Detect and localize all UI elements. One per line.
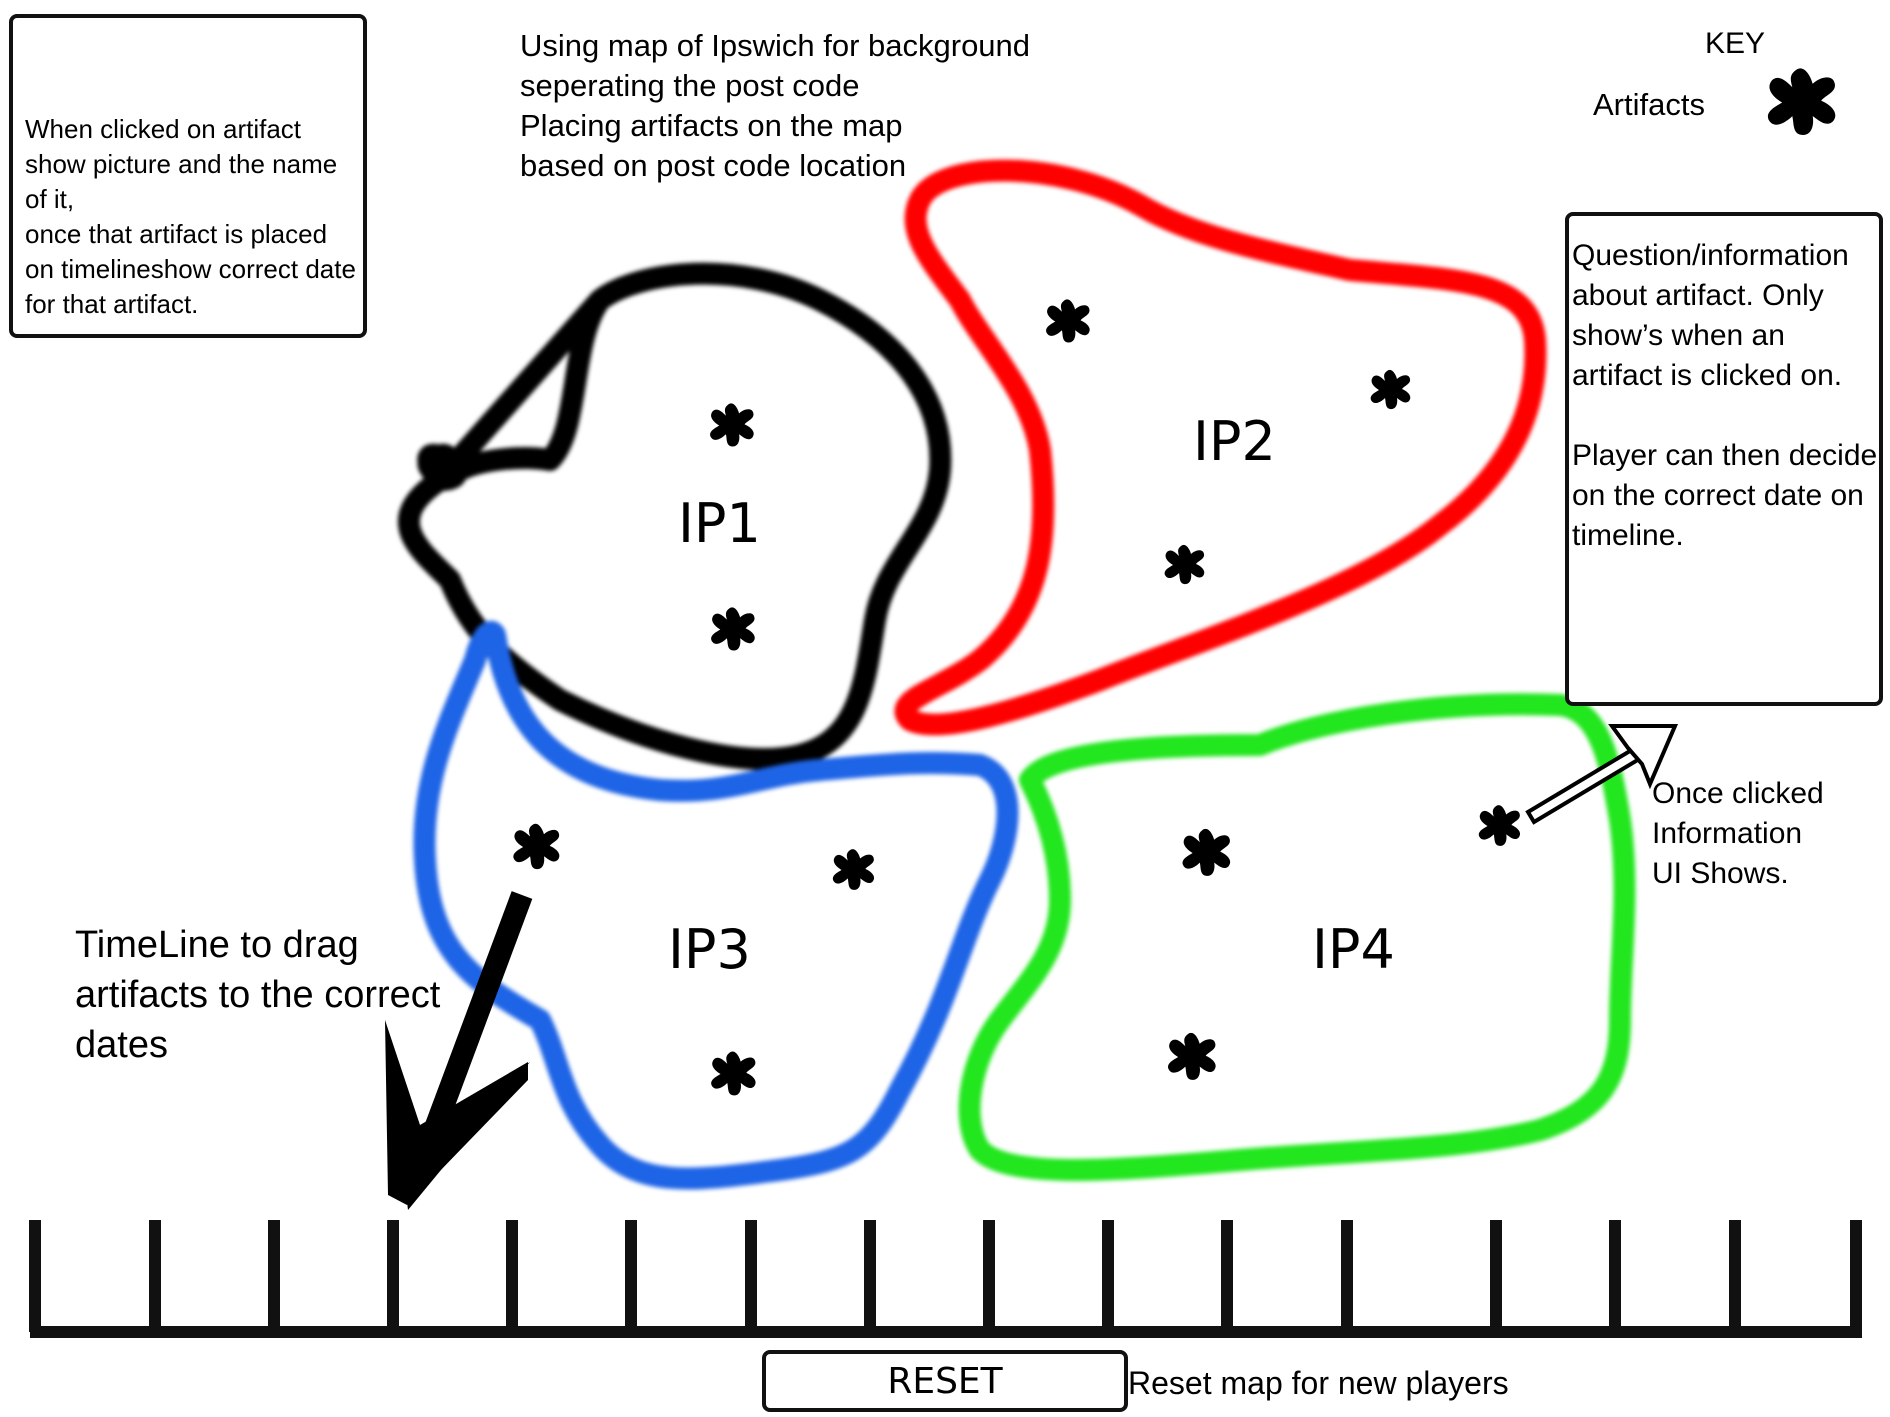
artifact-splat-icon[interactable] xyxy=(710,403,754,447)
key-title: KEY xyxy=(1705,27,1766,60)
key-artifact-icon xyxy=(1767,68,1836,135)
artifact-info-text: Question/information about artifact. Onl… xyxy=(1572,239,1878,552)
artifact-splat-icon[interactable] xyxy=(1182,828,1231,876)
region-label-ip4: IP4 xyxy=(1312,918,1395,981)
map-background-note: Using map of Ipswich for background sepe… xyxy=(520,28,1031,183)
timeline-note: TimeLine to drag artifacts to the correc… xyxy=(75,924,441,1066)
region-label-ip3: IP3 xyxy=(668,918,751,981)
timeline-arrow xyxy=(385,891,533,1210)
region-ip4-outline xyxy=(958,693,1636,1181)
artifact-splat-icon[interactable] xyxy=(1168,1032,1216,1080)
artifact-splat-icon[interactable] xyxy=(513,823,560,870)
artifact-splat-icon[interactable] xyxy=(711,1051,756,1096)
region-label-ip2: IP2 xyxy=(1193,410,1276,473)
artifact-splat-icon[interactable] xyxy=(832,849,875,890)
artifact-splat-icon[interactable] xyxy=(1164,544,1205,585)
reset-button-label: RESET xyxy=(887,1360,1003,1402)
reset-button[interactable]: RESET xyxy=(762,1350,1128,1412)
artifact-info-panel: Question/information about artifact. Onl… xyxy=(1565,212,1883,706)
reset-note: Reset map for new players xyxy=(1128,1365,1509,1401)
artifact-splat-icon[interactable] xyxy=(1046,299,1090,343)
artifact-click-note-text: When clicked on artifact show picture an… xyxy=(25,114,356,319)
region-label-ip1: IP1 xyxy=(678,492,761,555)
artifact-click-note: When clicked on artifact show picture an… xyxy=(9,14,367,338)
region-ip3-outline xyxy=(413,620,1019,1190)
artifact-splat-icon[interactable] xyxy=(711,607,755,651)
key-artifacts-label: Artifacts xyxy=(1593,87,1705,122)
artifact-splat-icon[interactable] xyxy=(1370,369,1411,410)
region-ip1-outline xyxy=(397,262,952,770)
region-ip2-outline xyxy=(894,159,1547,736)
info-arrow xyxy=(1525,724,1679,825)
artifact-splat-icon[interactable] xyxy=(1478,805,1521,846)
timeline[interactable] xyxy=(29,1220,1862,1338)
once-clicked-note: Once clicked Information UI Shows. xyxy=(1652,777,1824,890)
